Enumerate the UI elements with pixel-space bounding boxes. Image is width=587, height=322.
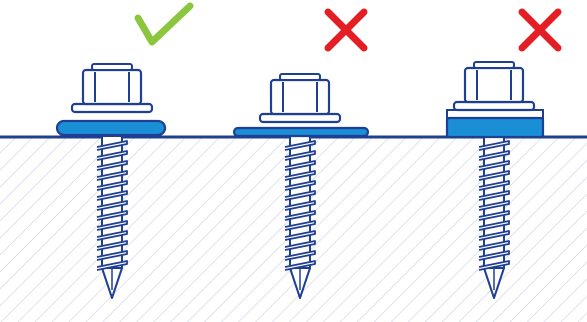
thread-turn bbox=[478, 170, 510, 181]
thread-turn bbox=[96, 140, 128, 151]
washer-plate bbox=[446, 109, 544, 119]
sealing-washer bbox=[232, 126, 370, 138]
screw-shank bbox=[478, 137, 510, 299]
thread-turn bbox=[478, 210, 510, 221]
thread-turn bbox=[96, 200, 128, 211]
cross-mark-icon bbox=[324, 8, 368, 52]
flange-collar bbox=[452, 100, 536, 112]
screw-overtightened bbox=[232, 8, 370, 299]
thread-turn bbox=[96, 170, 128, 181]
check-mark-icon bbox=[134, 2, 194, 46]
thread-turn bbox=[284, 190, 316, 201]
hex-body bbox=[81, 68, 143, 106]
cross-mark-icon bbox=[518, 8, 562, 52]
thread-turn bbox=[96, 180, 128, 191]
thread-turn bbox=[478, 240, 510, 251]
head-top bbox=[279, 73, 321, 81]
flange-collar bbox=[258, 112, 342, 124]
thread-turn bbox=[96, 250, 128, 261]
thread-turn bbox=[284, 250, 316, 261]
thread-turn bbox=[284, 150, 316, 161]
thread-turn bbox=[284, 140, 316, 151]
thread-turn bbox=[96, 220, 128, 231]
thread-turn bbox=[284, 160, 316, 171]
screw-shank bbox=[284, 137, 316, 299]
cross-stroke-b bbox=[518, 8, 562, 52]
thread-turn bbox=[96, 160, 128, 171]
thread-turn bbox=[478, 260, 510, 271]
thread-turn bbox=[96, 190, 128, 201]
thread-turn bbox=[478, 230, 510, 241]
screw-shank bbox=[96, 137, 128, 299]
sealing-washer bbox=[55, 119, 167, 137]
thread-turn bbox=[284, 210, 316, 221]
hex-head bbox=[70, 63, 154, 114]
thread-turn bbox=[284, 230, 316, 241]
thread-turn bbox=[96, 230, 128, 241]
thread-turn bbox=[96, 150, 128, 161]
thread-turn bbox=[284, 170, 316, 181]
thread-turn bbox=[284, 180, 316, 191]
flange-collar bbox=[70, 102, 154, 114]
thread-turn bbox=[478, 150, 510, 161]
thread-turn bbox=[478, 140, 510, 151]
cross-stroke-b bbox=[324, 8, 368, 52]
hex-body bbox=[269, 78, 331, 116]
epdm-seal bbox=[232, 126, 370, 138]
sealing-washer bbox=[445, 109, 545, 139]
thread-turn bbox=[284, 200, 316, 211]
thread-turn bbox=[96, 260, 128, 271]
thread-turn bbox=[478, 220, 510, 231]
thread-turn bbox=[478, 180, 510, 191]
epdm-seal bbox=[445, 116, 545, 139]
thread-turn bbox=[478, 200, 510, 211]
epdm-seal bbox=[55, 119, 167, 137]
thread-turn bbox=[478, 190, 510, 201]
hex-head bbox=[452, 61, 536, 112]
thread-turn bbox=[478, 160, 510, 171]
thread-turn bbox=[96, 240, 128, 251]
thread-turn bbox=[96, 210, 128, 221]
hex-head bbox=[258, 73, 342, 124]
thread-turn bbox=[478, 250, 510, 261]
thread-turn bbox=[284, 240, 316, 251]
thread-turn bbox=[284, 260, 316, 271]
hex-body bbox=[463, 66, 525, 104]
head-top bbox=[91, 63, 133, 71]
thread-turn bbox=[284, 220, 316, 231]
screw-correct bbox=[55, 2, 194, 299]
screw-undertightened bbox=[445, 8, 562, 299]
head-top bbox=[473, 61, 515, 69]
